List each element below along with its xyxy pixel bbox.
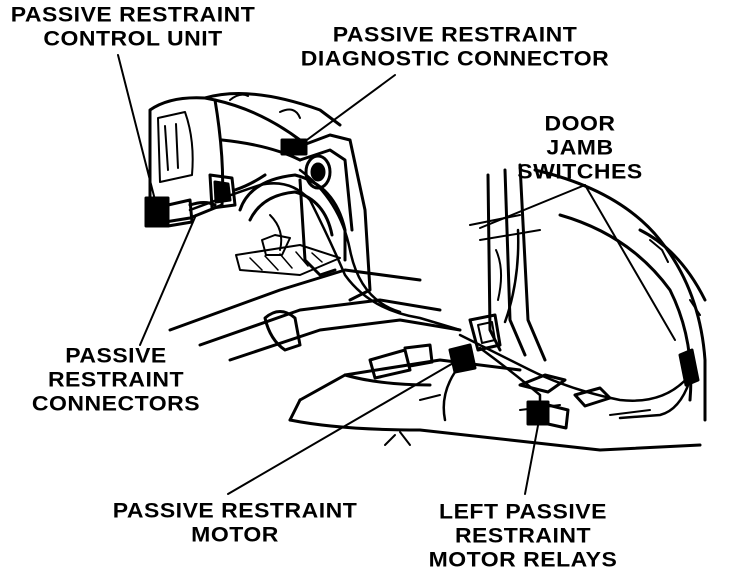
leader-motor: [227, 361, 456, 495]
label-restraint-connectors: PASSIVE RESTRAINT CONNECTORS: [24, 343, 208, 415]
label-control-unit-line-2: CONTROL UNIT: [43, 26, 223, 50]
leader-door-jamb-switch-left: [479, 184, 586, 229]
label-door-jamb-line-1: DOOR: [544, 111, 616, 136]
label-connectors-line-3: CONNECTORS: [31, 390, 201, 415]
motor-relays: [518, 373, 612, 430]
label-control-unit: PASSIVE RESTRAINT CONTROL UNIT: [2, 2, 264, 50]
control-unit-module: [144, 196, 194, 228]
label-relays-line-3: MOTOR RELAYS: [428, 546, 618, 571]
label-relays-line-2: RESTRAINT: [454, 523, 592, 547]
label-motor-relays: LEFT PASSIVE RESTRAINT MOTOR RELAYS: [410, 499, 636, 571]
rear-seat-cushion: [235, 244, 341, 276]
label-diagnostic-line-1: PASSIVE RESTRAINT: [332, 22, 578, 46]
label-diagnostic-line-2: DIAGNOSTIC CONNECTOR: [300, 46, 610, 70]
label-motor-line-1: PASSIVE RESTRAINT: [112, 498, 358, 522]
floor-and-sill: [168, 268, 702, 452]
quarter-trim-panel: [148, 92, 342, 224]
leader-diagnostic-connector: [299, 74, 396, 146]
leader-lines: [117, 54, 676, 495]
door-jamb-switch-right: [678, 348, 700, 387]
label-diagnostic-connector: PASSIVE RESTRAINT DIAGNOSTIC CONNECTOR: [290, 22, 620, 70]
label-door-jamb-line-2: JAMB: [546, 135, 614, 159]
label-relays-line-1: LEFT PASSIVE: [439, 499, 607, 524]
label-control-unit-line-1: PASSIVE RESTRAINT: [10, 2, 256, 26]
label-door-jamb-switches: DOOR JAMB SWITCHES: [510, 111, 650, 183]
wire-harness: [188, 93, 692, 422]
wheel-house: [238, 173, 347, 262]
label-connectors-line-2: RESTRAINT: [47, 367, 185, 391]
b-pillar-area: [280, 133, 372, 302]
door-opening: [469, 163, 707, 422]
label-motor-line-2: MOTOR: [191, 522, 279, 546]
diagnostic-connector-shape: [280, 138, 308, 156]
leader-motor-relays: [524, 414, 541, 495]
leader-control-unit: [117, 54, 156, 201]
connector-cluster: [188, 173, 267, 210]
leader-connectors: [139, 214, 197, 346]
label-connectors-line-1: PASSIVE: [65, 343, 167, 368]
restraint-motor: [448, 313, 502, 374]
label-door-jamb-line-3: SWITCHES: [517, 158, 643, 183]
leader-door-jamb-switch-right: [584, 184, 676, 341]
label-restraint-motor: PASSIVE RESTRAINT MOTOR: [104, 498, 366, 546]
